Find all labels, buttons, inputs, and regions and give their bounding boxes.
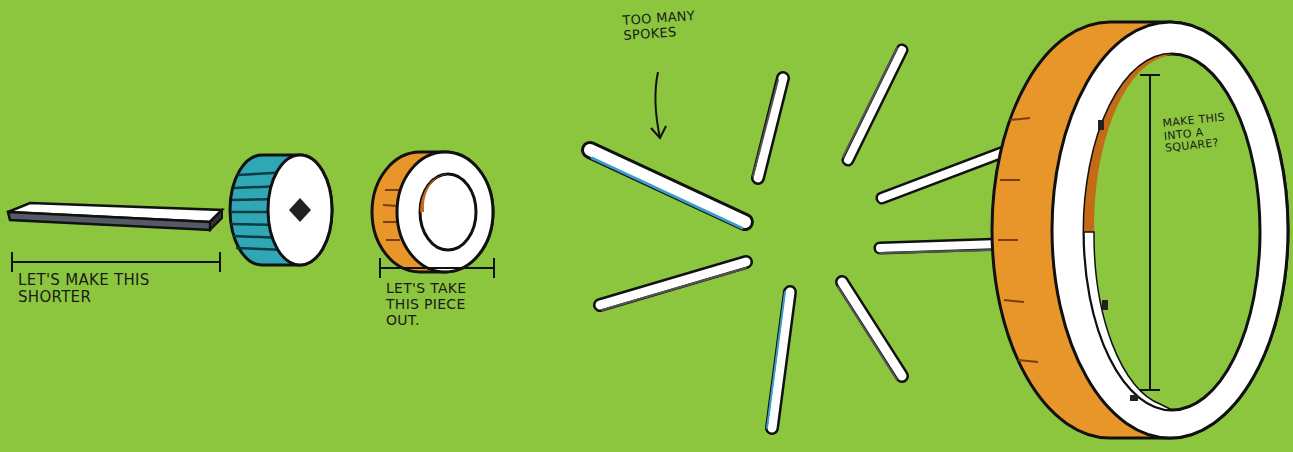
rim	[992, 22, 1288, 438]
dimension-bracket	[380, 258, 494, 278]
leader-arrow	[651, 72, 666, 138]
axle	[8, 203, 222, 230]
sketch-note: LET'S TAKE THIS PIECE OUT.	[386, 280, 486, 328]
sketch-note: LET'S MAKE THIS SHORTER	[18, 272, 218, 307]
dimension-line	[1140, 75, 1160, 390]
hub	[230, 155, 332, 265]
hub-ring	[372, 152, 493, 272]
spokes	[590, 48, 1030, 428]
sketch-note: TOO MANY SPOKES	[622, 7, 719, 43]
dimension-bracket	[12, 252, 220, 272]
